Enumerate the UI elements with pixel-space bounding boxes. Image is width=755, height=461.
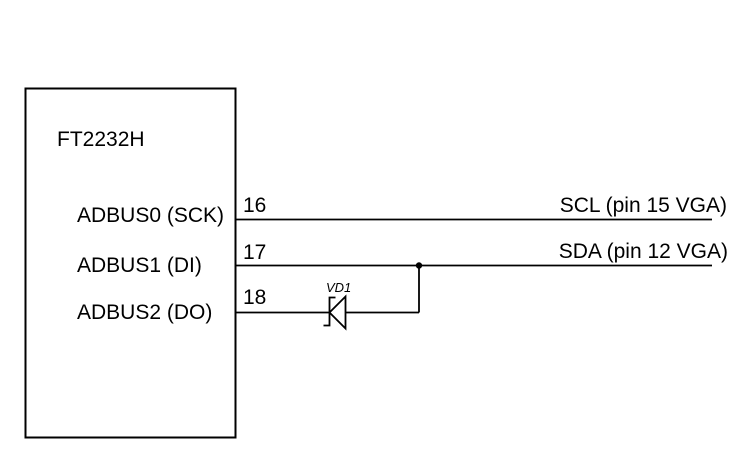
chip-title: FT2232H [57,128,145,151]
diode-designator: VD1 [326,280,352,295]
pin-number-16: 16 [243,194,267,217]
pin-label-adbus0: ADBUS0 (SCK) [77,204,225,227]
pin-label-adbus1: ADBUS1 (DI) [77,254,202,277]
pin-label-adbus2: ADBUS2 (DO) [77,301,213,324]
signal-label-sda: SDA (pin 12 VGA) [558,240,728,263]
signal-label-scl: SCL (pin 15 VGA) [559,194,727,217]
pin-number-18: 18 [243,286,267,309]
junction-dot [415,262,423,269]
chip-body-rect [24,87,237,439]
diode-triangle [328,294,347,331]
pin-number-17: 17 [243,241,267,264]
